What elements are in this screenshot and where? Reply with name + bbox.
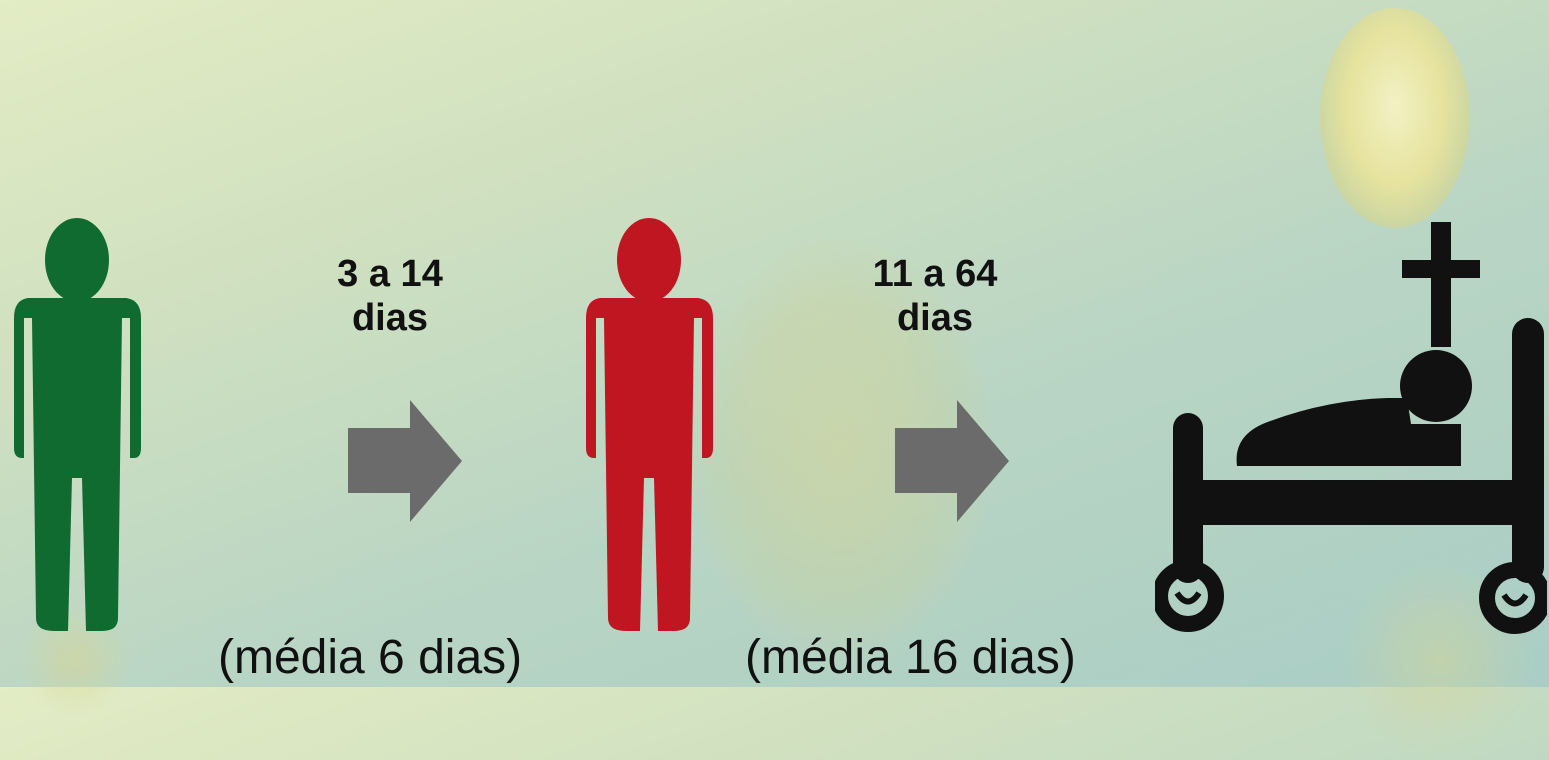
illness-range: 11 a 64	[872, 253, 998, 295]
hospital-bed-patient-icon	[1155, 318, 1547, 634]
illness-unit: dias	[896, 297, 974, 339]
incubation-range: 3 a 14	[337, 253, 443, 295]
infected-person-icon	[586, 218, 713, 631]
incubation-period-label: 3 a 14 dias	[285, 252, 495, 340]
virus-particle-decoration	[1320, 8, 1470, 228]
arrow-right-icon	[348, 400, 462, 522]
cross-icon	[1402, 222, 1480, 347]
illness-to-death-period-label: 11 a 64 dias	[830, 252, 1040, 340]
healthy-person-icon	[14, 218, 141, 631]
illness-average-label: (média 16 dias)	[745, 631, 1076, 684]
arrow-right-icon	[895, 400, 1009, 522]
incubation-unit: dias	[351, 297, 429, 339]
incubation-average-label: (média 6 dias)	[218, 631, 523, 684]
